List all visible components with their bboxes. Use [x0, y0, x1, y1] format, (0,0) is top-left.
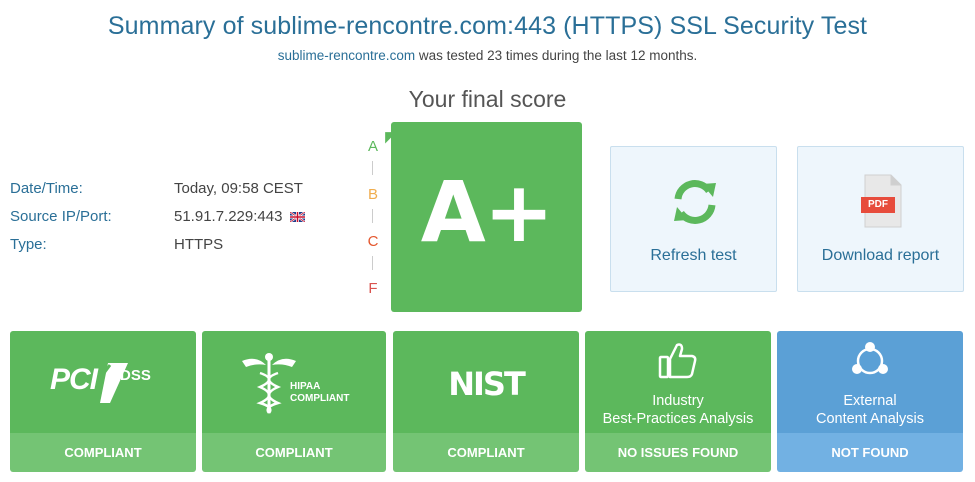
date-value: Today, 09:58 CEST [174, 180, 303, 197]
hipaa-logo-line1: HIPAA [290, 381, 321, 392]
ip-label: Source IP/Port: [10, 208, 112, 225]
scale-letter-a: A [367, 138, 378, 155]
caduceus-icon [242, 353, 296, 414]
pdf-file-icon [861, 174, 902, 228]
dss-logo-text: DSS [120, 367, 151, 384]
scale-divider [372, 209, 373, 223]
nist-card[interactable]: NIST COMPLIANT [393, 331, 579, 472]
external-status: NOT FOUND [777, 433, 963, 472]
industry-status: NO ISSUES FOUND [585, 433, 771, 472]
hipaa-status: COMPLIANT [202, 433, 386, 472]
card-top: PCI DSS [10, 331, 196, 433]
pci-dss-logo-icon [82, 363, 128, 403]
thumbs-up-icon [658, 343, 697, 379]
hipaa-card[interactable]: HIPAA COMPLIANT COMPLIANT [202, 331, 386, 472]
subtitle-text: was tested 23 times during the last 12 m… [415, 48, 698, 63]
card-top: Industry Best-Practices Analysis [585, 331, 771, 433]
nist-logo-text: NIST [448, 365, 526, 403]
grade-box: A+ [391, 122, 582, 312]
card-top: NIST [393, 331, 579, 433]
card-top: External Content Analysis [777, 331, 963, 433]
external-line1: External [843, 393, 897, 409]
external-content-card[interactable]: External Content Analysis NOT FOUND [777, 331, 963, 472]
final-grade: A+ [420, 163, 554, 261]
download-report-label: Download report [821, 247, 940, 264]
date-label: Date/Time: [10, 180, 83, 197]
type-label: Type: [10, 236, 47, 253]
scale-divider [372, 161, 373, 175]
refresh-icon [674, 180, 716, 224]
ip-value: 51.91.7.229:443 [174, 208, 283, 225]
final-score-label: Your final score [408, 86, 567, 112]
download-report-button[interactable]: PDF Download report [797, 146, 964, 292]
pdf-badge-text: PDF [868, 199, 888, 210]
pci-dss-card[interactable]: PCI DSS COMPLIANT [10, 331, 196, 472]
pci-logo-text: PCI [50, 363, 98, 396]
page-subtitle: sublime-rencontre.com was tested 23 time… [0, 48, 975, 63]
refresh-test-label: Refresh test [650, 247, 737, 264]
industry-best-practices-card[interactable]: Industry Best-Practices Analysis NO ISSU… [585, 331, 771, 472]
scale-letter-b: B [367, 186, 378, 203]
ip-value-wrap: 51.91.7.229:443 [174, 208, 306, 225]
nist-status: COMPLIANT [393, 433, 579, 472]
network-share-icon [852, 342, 888, 375]
uk-flag-icon [290, 212, 306, 223]
external-line2: Content Analysis [815, 411, 924, 427]
hipaa-logo-line2: COMPLIANT [290, 393, 350, 404]
scale-letter-f: F [368, 280, 378, 297]
refresh-test-button[interactable]: Refresh test [610, 146, 777, 292]
pci-dss-status: COMPLIANT [10, 433, 196, 472]
scale-divider [372, 256, 373, 270]
domain-link[interactable]: sublime-rencontre.com [277, 48, 416, 63]
scale-letter-c: C [367, 233, 379, 250]
page-title: Summary of sublime-rencontre.com:443 (HT… [107, 12, 868, 40]
industry-line1: Industry [652, 393, 704, 409]
type-value: HTTPS [174, 236, 224, 253]
industry-line2: Best-Practices Analysis [602, 411, 754, 427]
card-top: HIPAA COMPLIANT [202, 331, 386, 433]
